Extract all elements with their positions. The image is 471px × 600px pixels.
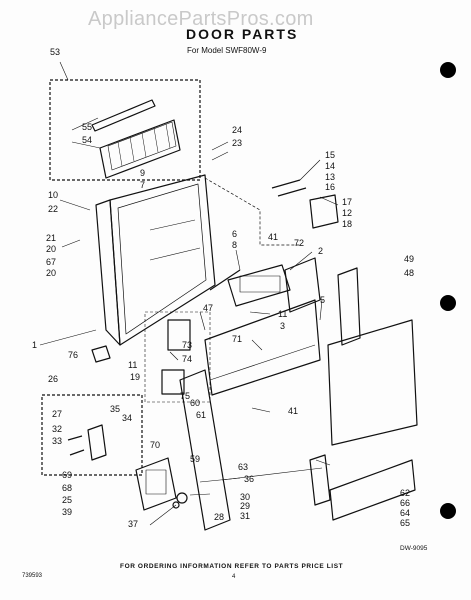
part-number-19: 19 (130, 372, 140, 382)
part-number-27: 27 (52, 409, 62, 419)
inner-door-panel (95, 174, 216, 346)
part-number-68: 68 (62, 483, 72, 493)
part-number-33: 33 (52, 436, 62, 446)
hinge-parts (67, 424, 107, 461)
part-number-31: 31 (240, 511, 250, 521)
part-number-63: 63 (238, 462, 248, 472)
watermark: AppliancePartsPros.com (88, 8, 314, 30)
part-number-14: 14 (325, 161, 335, 171)
part-number-49: 49 (404, 254, 414, 264)
part-number-41: 41 (288, 406, 298, 416)
part-number-22: 22 (48, 204, 58, 214)
vent-grille (91, 99, 181, 179)
part-number-71: 71 (232, 334, 242, 344)
lower-bracket (135, 457, 188, 511)
part-number-41: 41 (268, 232, 278, 242)
part-number-75: 75 (180, 391, 190, 401)
part-number-61: 61 (196, 410, 206, 420)
part-number-53: 53 (50, 47, 60, 57)
part-number-8: 8 (232, 240, 237, 250)
drawing-code: DW-9095 (400, 545, 428, 552)
part-number-25: 25 (62, 495, 72, 505)
part-number-62: 62 (400, 488, 410, 498)
dispenser (209, 264, 291, 307)
model-subtitle: For Model SWF80W-9 (187, 46, 267, 55)
part-number-34: 34 (122, 413, 132, 423)
part-number-10: 10 (48, 190, 58, 200)
part-number-66: 66 (400, 498, 410, 508)
part-number-65: 65 (400, 518, 410, 528)
kick-panel (309, 454, 416, 521)
ordering-footer: FOR ORDERING INFORMATION REFER TO PARTS … (120, 563, 344, 570)
part-number-21: 21 (46, 233, 56, 243)
part-number-64: 64 (400, 508, 410, 518)
part-number-18: 18 (342, 219, 352, 229)
part-number-76: 76 (68, 350, 78, 360)
part-number-54: 54 (82, 135, 92, 145)
binder-hole-dot (440, 62, 456, 78)
part-number-73: 73 (182, 340, 192, 350)
clip-part (91, 345, 111, 363)
binder-hole-dot (440, 295, 456, 311)
outer-door-frame (179, 257, 321, 531)
control-box (144, 311, 211, 403)
latch-assembly (271, 179, 339, 229)
part-number-labels: 5355542423151413161712181097222120672068… (32, 47, 414, 529)
part-number-59: 59 (190, 454, 200, 464)
page-number: 4 (232, 574, 236, 580)
part-number-70: 70 (150, 440, 160, 450)
part-number-2: 2 (318, 246, 323, 256)
part-number-23: 23 (232, 138, 242, 148)
part-number-12: 12 (342, 208, 352, 218)
diagram-title: DOOR PARTS (186, 26, 299, 42)
part-number-15: 15 (325, 150, 335, 160)
part-number-7: 7 (140, 180, 145, 190)
part-number-55: 55 (82, 122, 92, 132)
part-number-20: 20 (46, 268, 56, 278)
part-number-3: 3 (280, 321, 285, 331)
part-number-48: 48 (404, 268, 414, 278)
vent-assembly-box (49, 79, 201, 181)
part-number-67: 67 (46, 257, 56, 267)
binder-hole-dot (440, 503, 456, 519)
part-number-9: 9 (140, 168, 145, 178)
part-number-39: 39 (62, 507, 72, 517)
part-number-11: 11 (128, 360, 137, 370)
part-number-72: 72 (294, 238, 304, 248)
part-number-5: 5 (320, 295, 325, 305)
part-number-11: 11 (278, 309, 287, 319)
part-number-26: 26 (48, 374, 58, 384)
part-number-16: 16 (325, 182, 335, 192)
hinge-assembly-box (41, 394, 143, 476)
part-number-74: 74 (182, 354, 192, 364)
part-number-69: 69 (62, 470, 72, 480)
part-number-28: 28 (214, 512, 224, 522)
part-number-29: 29 (240, 501, 250, 511)
part-number-60: 60 (190, 398, 200, 408)
part-number-37: 37 (128, 519, 138, 529)
part-number-13: 13 (325, 172, 335, 182)
part-number-24: 24 (232, 125, 242, 135)
part-number-6: 6 (232, 229, 237, 239)
part-number-30: 30 (240, 492, 250, 502)
outer-door-panel (327, 267, 418, 446)
part-number-20: 20 (46, 244, 56, 254)
part-number-1: 1 (32, 340, 37, 350)
part-number-32: 32 (52, 424, 62, 434)
document-number: 739593 (22, 573, 43, 579)
part-number-35: 35 (110, 404, 120, 414)
part-number-36: 36 (244, 474, 254, 484)
part-number-47: 47 (203, 303, 213, 313)
part-number-17: 17 (342, 197, 352, 207)
